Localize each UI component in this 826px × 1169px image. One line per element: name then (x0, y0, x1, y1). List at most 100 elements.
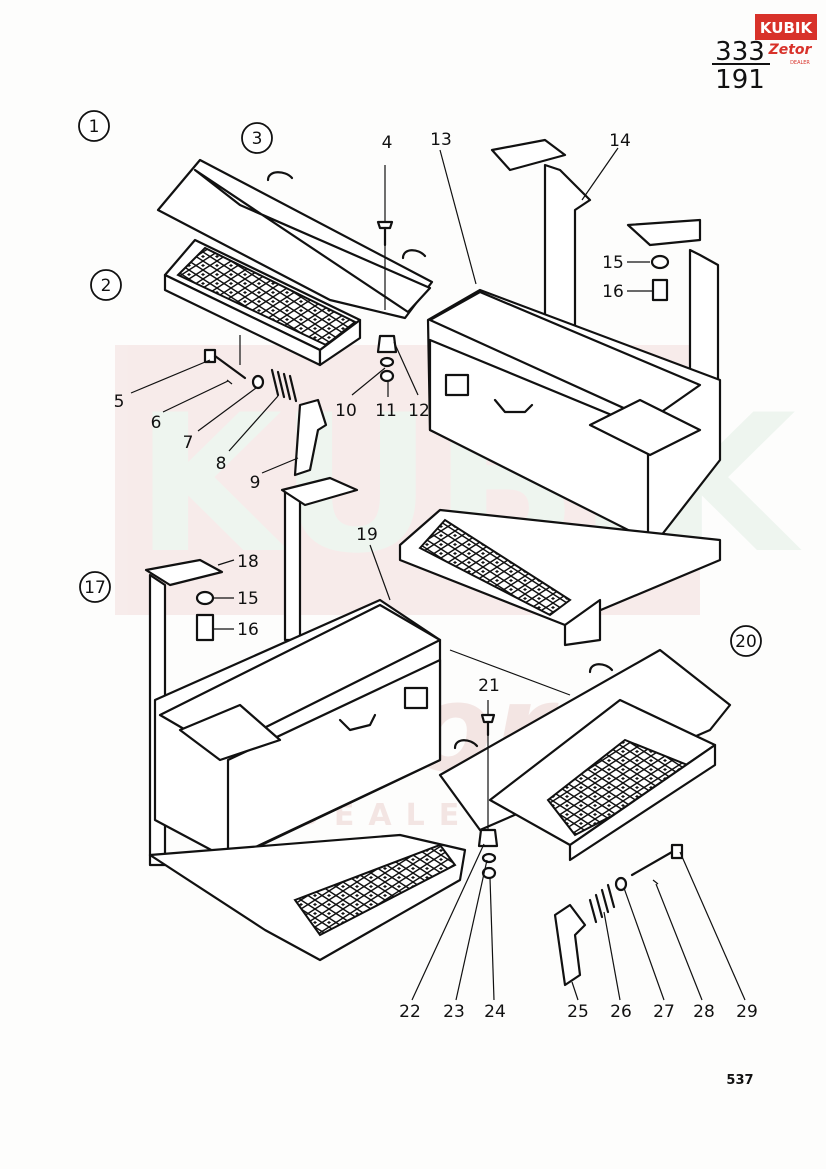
callout-9: 9 (250, 473, 261, 493)
bolt-16-upper (651, 278, 669, 302)
lower-step-mesh-17 (293, 843, 457, 937)
callout-15-lower: 15 (237, 589, 259, 609)
callout-27: 27 (653, 1002, 675, 1022)
callout-6: 6 (151, 413, 162, 433)
washer-7 (251, 374, 265, 390)
nut-24 (481, 866, 497, 880)
nut-10 (379, 369, 395, 383)
part-callouts: 4 5 6 7 8 9 10 11 12 13 14 15 16 15 16 1… (114, 130, 758, 1022)
callout-28: 28 (693, 1002, 715, 1022)
step-handle-20 (453, 739, 479, 750)
bolt-head-21 (480, 713, 496, 724)
pin-head-29 (670, 843, 684, 860)
step-assembly-20 (438, 648, 732, 862)
leader-26 (603, 911, 621, 1001)
box-lid-tab-13 (588, 398, 702, 457)
latch-25 (553, 903, 587, 987)
leader-19 (369, 544, 391, 601)
box-lid-tab-17 (178, 703, 282, 762)
frame-post-17b (283, 488, 302, 642)
step-side-lip (318, 318, 362, 367)
brand-sub-text: Zetor (768, 42, 813, 58)
battery-box-assembly-13 (398, 138, 722, 647)
brand-logo-block (755, 14, 817, 40)
battery-box-assembly-17 (144, 476, 467, 962)
callout-21: 21 (478, 676, 500, 696)
callout-circle-17 (79, 571, 111, 603)
step-handle-3b (401, 249, 427, 260)
page-fraction-top: 333 (715, 37, 765, 67)
mount-plate-right (626, 218, 702, 247)
lower-step-13 (398, 508, 722, 627)
latch-parts-5-9 (203, 348, 328, 477)
leader-25 (571, 981, 579, 1001)
box-handle-13 (493, 398, 534, 414)
pin-head-5 (203, 348, 217, 364)
callout-13: 13 (430, 130, 452, 150)
washer-15-lower (195, 590, 215, 606)
leader-27 (623, 887, 665, 1001)
callout-8: 8 (216, 454, 227, 474)
leader-7 (197, 387, 257, 432)
washer-27 (614, 876, 628, 892)
page-fraction: 333 191 (712, 37, 770, 95)
callout-24: 24 (484, 1002, 506, 1022)
callout-1: 1 (89, 117, 100, 137)
circled-callouts: 1 2 3 17 20 (78, 110, 762, 657)
box-handle-17 (338, 713, 377, 732)
callout-15-upper: 15 (602, 253, 624, 273)
callout-26: 26 (610, 1002, 632, 1022)
pin-shank-29 (630, 850, 674, 877)
step-assembly-3 (156, 158, 434, 367)
box-latch-13 (444, 373, 470, 397)
latch-parts-25-29 (553, 843, 684, 987)
brand-dealer-text: DEALER (790, 60, 810, 66)
callout-16-upper: 16 (602, 282, 624, 302)
mount-plate-14 (490, 138, 567, 172)
callout-5: 5 (114, 392, 125, 412)
leader-8 (228, 395, 279, 452)
page-number: 537 (726, 1073, 753, 1088)
bolt-parts-15-16-upper (650, 254, 670, 302)
callout-11: 11 (375, 401, 397, 421)
leader-22 (411, 843, 485, 1001)
leader-13 (439, 149, 477, 285)
callout-22: 22 (399, 1002, 421, 1022)
step-front-lip-20 (568, 743, 717, 862)
page-fraction-bottom: 191 (715, 65, 765, 95)
step-rear-rail (193, 168, 432, 314)
bolt-stack-4 (376, 165, 398, 383)
leader-9 (261, 457, 299, 474)
callout-29: 29 (736, 1002, 758, 1022)
callout-23: 23 (443, 1002, 465, 1022)
callout-16-lower: 16 (237, 620, 259, 640)
spring-26 (588, 883, 616, 924)
leader-18 (217, 559, 235, 566)
cotter-28 (652, 879, 659, 885)
callout-circle-20 (730, 625, 762, 657)
lower-step-mesh-13 (418, 518, 572, 617)
leader-12 (393, 341, 419, 396)
callout-18: 18 (237, 552, 259, 572)
washer-23 (481, 852, 497, 864)
washer-11 (379, 356, 395, 368)
callout-14: 14 (609, 131, 631, 151)
box-lid-13 (428, 290, 702, 422)
callout-20: 20 (735, 632, 757, 652)
callout-circle-3 (241, 122, 273, 154)
callout-3: 3 (252, 129, 263, 149)
washer-15-upper (650, 254, 670, 270)
mount-plate-17b (280, 476, 359, 507)
brand-logo-text: KUBIK (760, 19, 814, 37)
step-tread-mesh (176, 246, 357, 347)
leader-29 (679, 851, 746, 1001)
leader-28 (655, 883, 703, 1001)
latch-9 (293, 398, 328, 477)
callout-10: 10 (335, 401, 357, 421)
callout-circle-2 (90, 269, 122, 301)
leader-10 (351, 367, 386, 396)
bushing-22 (477, 828, 499, 848)
bolt-head-4 (376, 220, 394, 230)
